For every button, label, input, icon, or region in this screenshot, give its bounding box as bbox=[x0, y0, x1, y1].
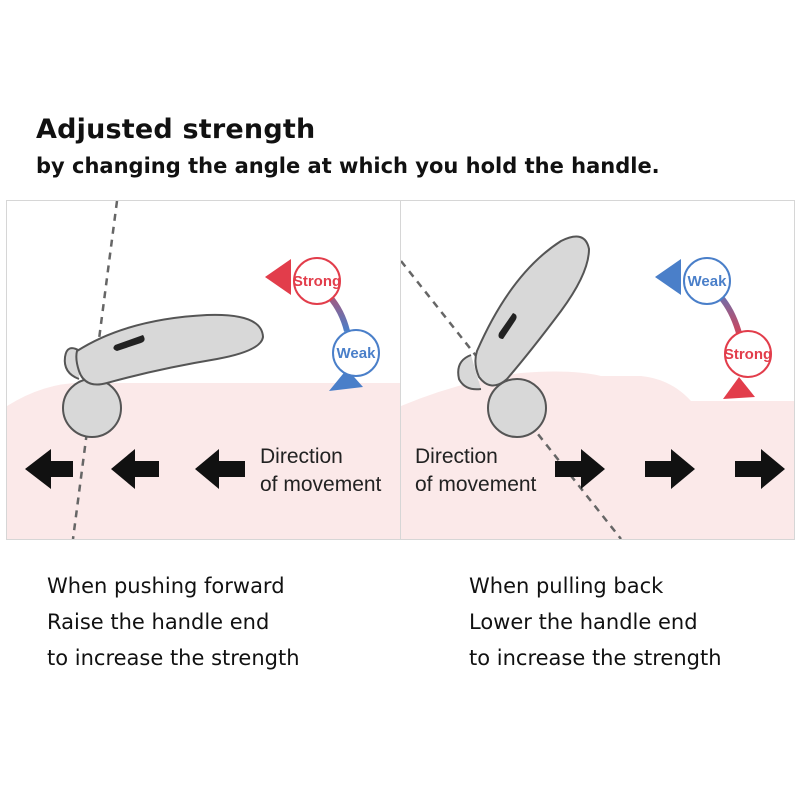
caption-line: When pulling back bbox=[469, 574, 664, 598]
pull-back-diagram: Weak Strong Direction of movement bbox=[400, 200, 795, 540]
roller-device bbox=[457, 235, 591, 438]
weak-badge-label: Weak bbox=[337, 345, 377, 362]
right-arrow-icon bbox=[555, 449, 605, 489]
caption-line: Raise the handle end bbox=[47, 610, 270, 634]
caption-line: When pushing forward bbox=[47, 574, 285, 598]
caption-line: Lower the handle end bbox=[469, 610, 698, 634]
strong-arrow-icon bbox=[265, 259, 291, 295]
direction-label-line2: of movement bbox=[415, 473, 537, 496]
strong-badge-label: Strong bbox=[293, 273, 341, 290]
strong-badge bbox=[724, 330, 772, 378]
roller-device bbox=[62, 313, 265, 438]
page-title: Adjusted strength bbox=[36, 114, 316, 145]
weak-arrow-icon bbox=[655, 259, 681, 295]
weak-badge bbox=[683, 257, 731, 305]
left-arrow-icon bbox=[25, 449, 73, 489]
pull-back-illustration: Weak Strong Direction of movement bbox=[401, 235, 794, 539]
weak-badge bbox=[332, 329, 380, 377]
pull-back-caption: When pulling back Lower the handle end t… bbox=[469, 568, 722, 676]
left-arrow-icon bbox=[111, 449, 159, 489]
push-forward-diagram: Strong Weak Direction of movement bbox=[6, 200, 401, 540]
strong-badge-label: Strong bbox=[724, 346, 772, 363]
strong-badge bbox=[293, 257, 341, 305]
weak-arrow-icon bbox=[329, 369, 363, 391]
right-arrow-icon bbox=[735, 449, 785, 489]
left-arrow-icon bbox=[195, 449, 245, 489]
strong-arrow-icon bbox=[723, 377, 755, 399]
page-subtitle: by changing the angle at which you hold … bbox=[36, 154, 660, 178]
caption-line: to increase the strength bbox=[47, 646, 300, 670]
right-arrow-icon bbox=[645, 449, 695, 489]
direction-label-line1: Direction bbox=[260, 445, 343, 468]
push-forward-illustration: Strong Weak Direction of movement bbox=[7, 201, 400, 539]
weak-badge-label: Weak bbox=[688, 273, 728, 290]
caption-line: to increase the strength bbox=[469, 646, 722, 670]
direction-label-line1: Direction bbox=[415, 445, 498, 468]
push-forward-caption: When pushing forward Raise the handle en… bbox=[47, 568, 300, 676]
direction-label-line2: of movement bbox=[260, 473, 382, 496]
